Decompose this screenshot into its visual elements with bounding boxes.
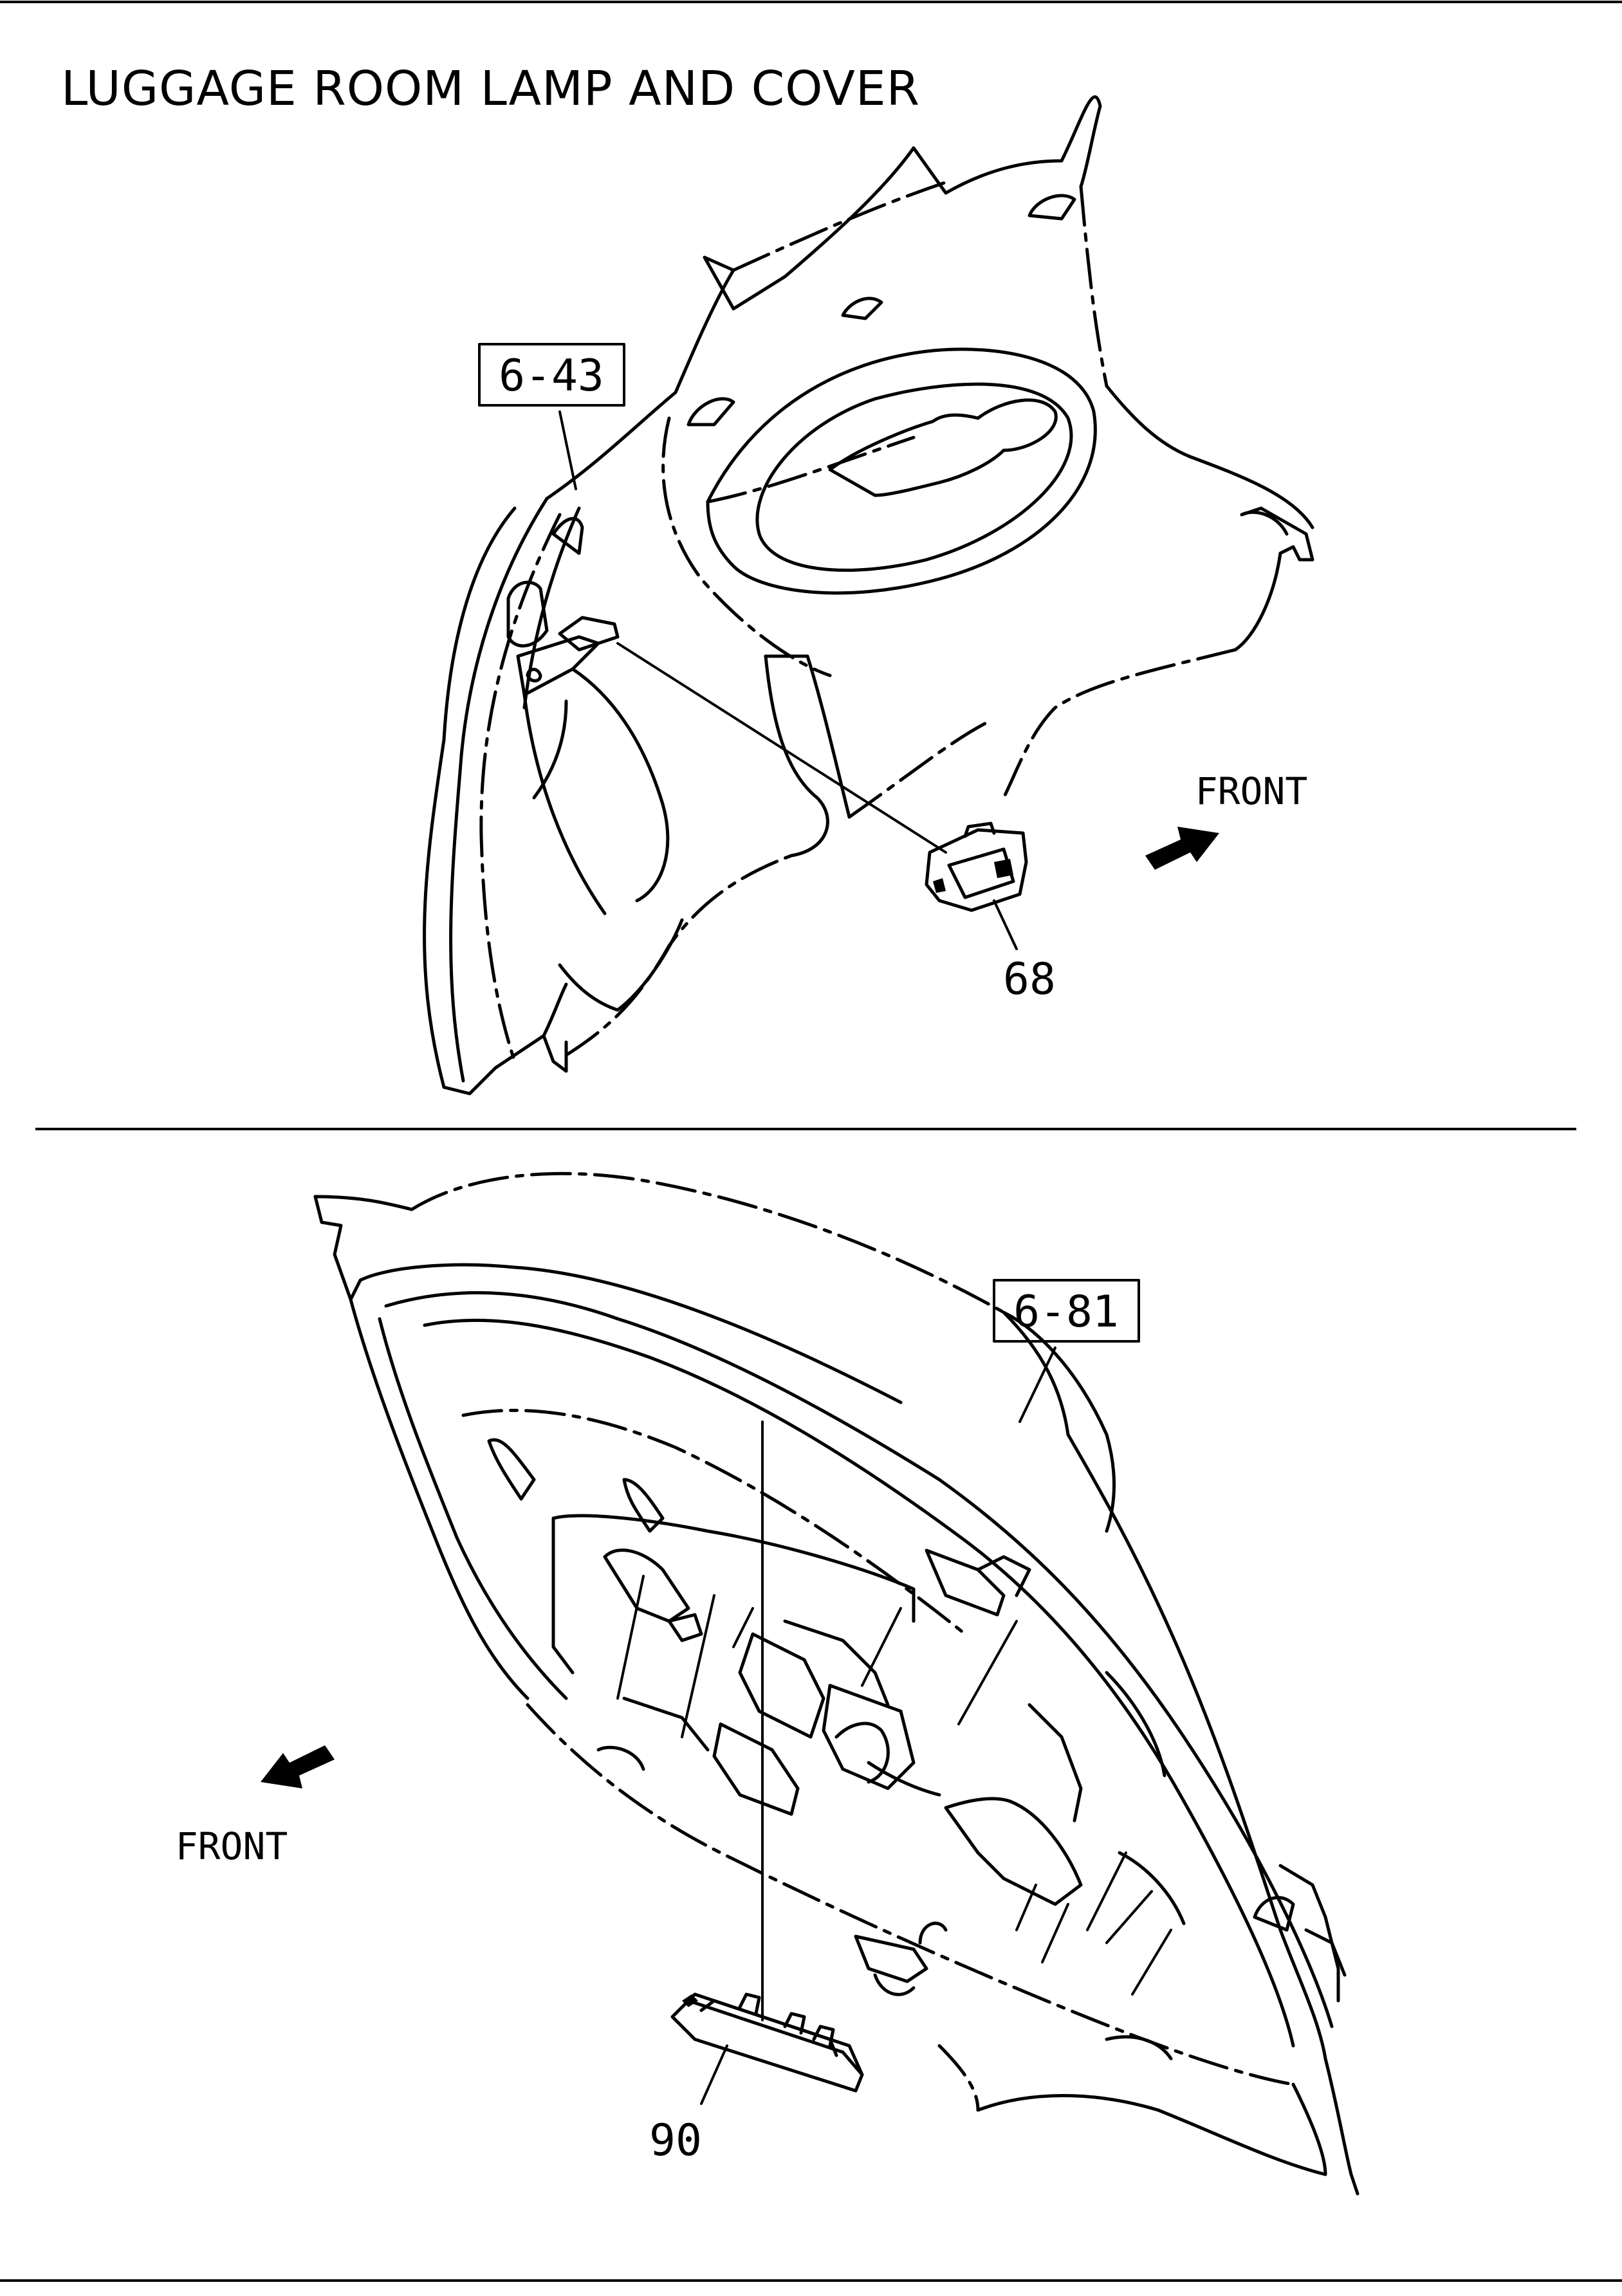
front-label-bottom: FRONT	[176, 1824, 288, 1868]
callout-line-6-43	[558, 410, 577, 490]
diagram-title: LUGGAGE ROOM LAMP AND COVER	[61, 61, 921, 116]
part-number-90: 90	[649, 2115, 702, 2166]
callout-line-90	[700, 2044, 728, 2105]
back-door-lamp-part	[670, 1992, 864, 2093]
back-door-drawing	[313, 1171, 1359, 2196]
part-number-68: 68	[1003, 954, 1056, 1005]
front-label-top: FRONT	[1195, 769, 1308, 813]
arrow-right-up-icon	[1145, 827, 1219, 870]
luggage-room-lamp-part	[925, 822, 1028, 912]
callout-line-68	[993, 899, 1018, 950]
ref-label-6-43: 6-43	[499, 351, 604, 401]
quarter-trim-panel-drawing	[423, 95, 1314, 1096]
leader-line-68	[616, 642, 947, 854]
ref-box-6-43	[478, 343, 625, 407]
ref-box-6-81	[993, 1279, 1140, 1343]
arrow-left-down-icon	[261, 1745, 335, 1788]
callout-line-6-81	[1018, 1346, 1056, 1423]
ref-label-6-81: 6-81	[1013, 1287, 1119, 1337]
